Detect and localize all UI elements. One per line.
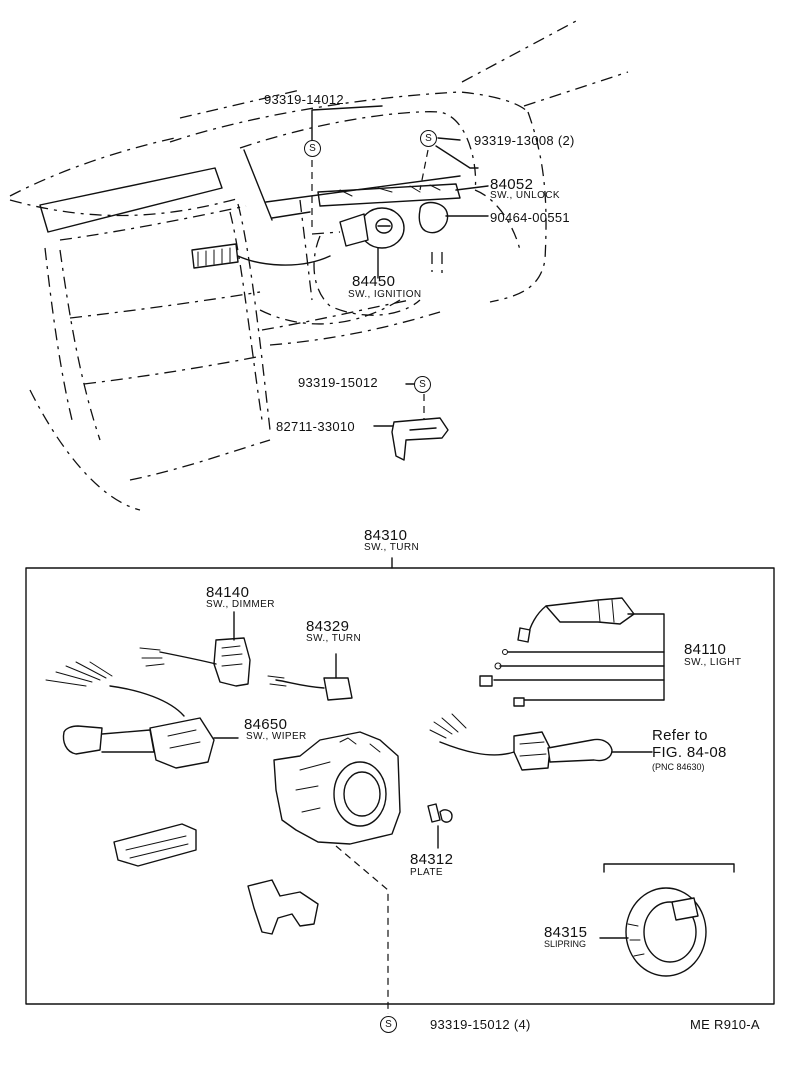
label-plate-number: 84312: [410, 851, 454, 868]
figure-code: ME R910-A: [690, 1017, 760, 1032]
label-wiper-number: 84650: [244, 716, 288, 733]
dashboard-outline: [9, 19, 629, 511]
label-refer-line1: Refer to: [652, 727, 708, 744]
label-screw-right: 93319-13008 (2): [474, 133, 575, 148]
label-spiral-name: SLIPRING: [544, 939, 587, 949]
label-turn-assy-number: 84310: [364, 527, 408, 544]
assembly-frame: [25, 557, 775, 1005]
label-unlock-name: SW., UNLOCK: [490, 190, 560, 201]
screw-leaders-top: [311, 105, 479, 230]
bracket-drawing: [373, 383, 449, 461]
label-refer-line3: (PNC 84630): [652, 762, 705, 772]
light-switch-drawing: [479, 597, 665, 707]
cover-drawing: [113, 823, 197, 867]
label-light-name: SW., LIGHT: [684, 657, 742, 668]
label-screw-bracket: 93319-15012: [298, 375, 378, 390]
ignition-switch-drawing: [339, 207, 405, 279]
label-turn-assy-name: SW., TURN: [364, 542, 420, 553]
connector-block: [191, 243, 331, 269]
unlock-switch-drawing: [317, 183, 489, 234]
label-unlock-number: 84052: [490, 176, 534, 193]
screw-symbol-top: S: [304, 140, 321, 157]
label-wiper-name: SW., WIPER: [246, 731, 307, 742]
label-plate-name: PLATE: [410, 867, 443, 878]
label-screw-top: 93319-14012: [264, 92, 344, 107]
combination-stalk-drawing: [429, 713, 653, 771]
label-spiral-number: 84315: [544, 924, 588, 941]
wiper-switch-drawing: [45, 661, 239, 769]
label-turn-sub-number: 84329: [306, 618, 350, 635]
screw-symbol-bracket: S: [414, 376, 431, 393]
spiral-cable-drawing: [599, 887, 707, 977]
label-light-number: 84110: [684, 641, 727, 658]
label-refer-line2: FIG. 84-08: [652, 744, 727, 761]
label-dimmer-number: 84140: [206, 584, 250, 601]
label-bulb: 90464-00551: [490, 210, 570, 225]
turn-sub-switch-drawing: [267, 653, 353, 701]
plate-drawing: [427, 803, 453, 849]
label-screw-bottom: 93319-15012 (4): [430, 1017, 531, 1032]
label-turn-sub-name: SW., TURN: [306, 633, 362, 644]
switch-body-drawing: [273, 731, 401, 1014]
screw-symbol-bottom: S: [380, 1016, 397, 1033]
label-dimmer-name: SW., DIMMER: [206, 599, 275, 610]
label-bracket: 82711-33010: [276, 419, 355, 434]
label-ignition-number: 84450: [352, 273, 396, 290]
screw-symbol-right: S: [420, 130, 437, 147]
label-ignition-name: SW., IGNITION: [348, 289, 422, 300]
dimmer-switch-drawing: [139, 611, 251, 687]
lower-bracket-drawing: [247, 879, 319, 935]
